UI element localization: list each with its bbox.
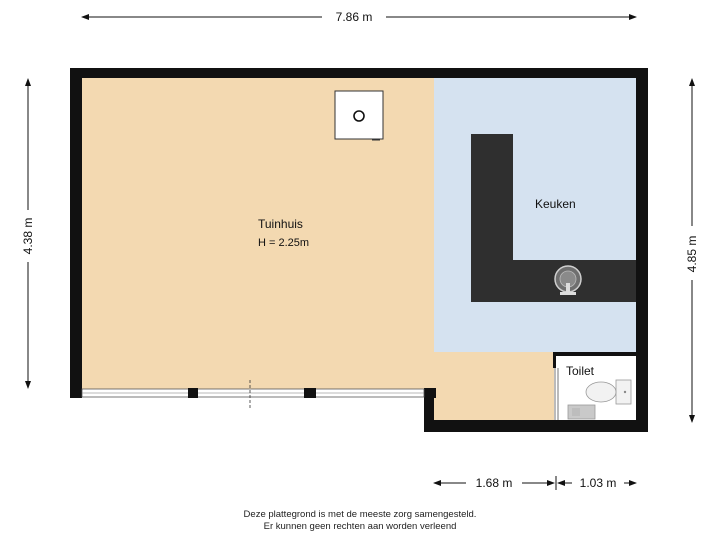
toilet-fixture-icon [585, 379, 632, 405]
stove-burner-icon [353, 110, 365, 122]
room-label-tuinhuis: Tuinhuis [258, 217, 303, 231]
dimension-right: 4.85 m [685, 78, 699, 423]
wall-top [70, 68, 648, 78]
disclaimer-line-1: Deze plattegrond is met de meeste zorg s… [243, 509, 477, 520]
wall-step-top [424, 388, 436, 398]
dimension-label-right: 4.85 m [685, 236, 699, 273]
tuinhuis-floor [82, 78, 554, 420]
dimension-label-bottom-2: 1.03 m [580, 476, 617, 490]
wall-bottom-right [424, 420, 648, 432]
dimension-left: 4.38 m [21, 78, 35, 389]
room-label-keuken: Keuken [535, 197, 576, 211]
room-label-toilet: Toilet [566, 364, 595, 378]
dimension-label-top: 7.86 m [336, 10, 373, 24]
kitchen-counter [471, 134, 636, 302]
wall-toilet-left [553, 352, 556, 368]
counter-horizontal [471, 260, 636, 302]
dimension-bottom-2: 1.03 m [557, 476, 637, 490]
walls [70, 68, 648, 432]
sink-icon [554, 265, 582, 295]
dimension-top: 7.86 m [81, 10, 637, 24]
wall-left [70, 68, 82, 398]
dimension-label-bottom-1: 1.68 m [476, 476, 513, 490]
toilet-door [554, 368, 559, 420]
keuken-floor [434, 78, 636, 352]
stove-appliance [334, 90, 384, 141]
wall-right [636, 68, 648, 432]
wall-toilet-top [554, 352, 636, 356]
window-front [81, 380, 425, 408]
wall-step [424, 390, 434, 432]
dimension-label-left: 4.38 m [21, 218, 35, 255]
disclaimer-line-2: Er kunnen geen rechten aan worden verlee… [263, 521, 457, 532]
dimension-bottom-1: 1.68 m [433, 476, 557, 490]
disclaimer: Deze plattegrond is met de meeste zorg s… [0, 509, 720, 533]
room-height-tuinhuis: H = 2.25m [258, 237, 309, 249]
washbasin-icon [567, 404, 596, 420]
